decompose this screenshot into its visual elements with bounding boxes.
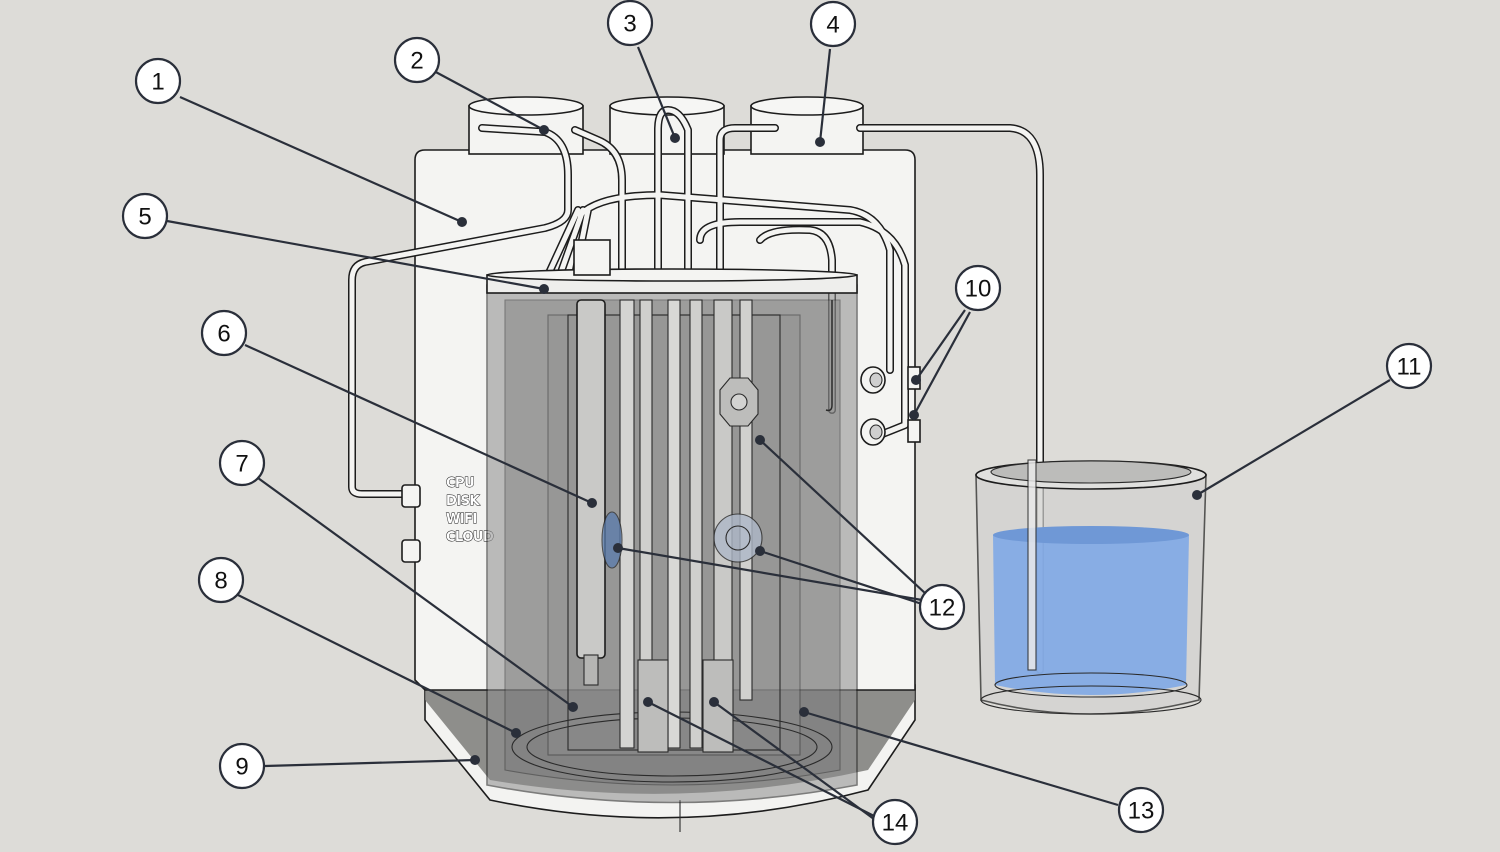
panel-port-lower bbox=[401, 539, 421, 563]
callout-12: 12 bbox=[918, 583, 966, 631]
svg-text:13: 13 bbox=[1128, 798, 1155, 825]
callout-11: 11 bbox=[1385, 342, 1433, 390]
top-cylinders bbox=[468, 96, 864, 155]
svg-text:1: 1 bbox=[151, 69, 164, 96]
panel-port-upper bbox=[401, 484, 421, 508]
control-panel: CPU DISK WIFI CLOUD bbox=[401, 476, 495, 563]
svg-text:4: 4 bbox=[826, 12, 839, 39]
callout-3: 3 bbox=[606, 0, 654, 47]
svg-text:5: 5 bbox=[138, 204, 151, 231]
callouts: 1 2 3 4 5 6 7 8 9 10 11 12 13 14 bbox=[121, 0, 1433, 846]
svg-text:3: 3 bbox=[623, 11, 636, 38]
callout-7: 7 bbox=[218, 439, 266, 487]
beaker-liquid bbox=[993, 535, 1189, 695]
external-beaker bbox=[975, 459, 1207, 715]
callout-5: 5 bbox=[121, 192, 169, 240]
panel-label-cpu: CPU bbox=[446, 476, 474, 491]
svg-text:9: 9 bbox=[235, 754, 248, 781]
panel-label-disk: DISK bbox=[446, 494, 480, 509]
svg-text:6: 6 bbox=[217, 321, 230, 348]
svg-text:7: 7 bbox=[235, 451, 248, 478]
culture-vessel bbox=[486, 239, 858, 804]
panel-label-cloud: CLOUD bbox=[446, 530, 494, 545]
svg-text:14: 14 bbox=[882, 810, 909, 837]
svg-text:10: 10 bbox=[965, 276, 992, 303]
svg-text:2: 2 bbox=[410, 48, 423, 75]
callout-9: 9 bbox=[218, 742, 266, 790]
leader-lines bbox=[166, 46, 1391, 823]
impeller-right bbox=[713, 513, 763, 563]
side-ports bbox=[860, 366, 921, 446]
impeller-left bbox=[601, 511, 623, 569]
panel-label-wifi: WIFI bbox=[446, 512, 477, 527]
svg-text:8: 8 bbox=[214, 568, 227, 595]
callout-2: 2 bbox=[393, 36, 441, 84]
callout-14: 14 bbox=[871, 798, 919, 846]
svg-text:11: 11 bbox=[1397, 354, 1422, 381]
callout-13: 13 bbox=[1117, 786, 1165, 834]
svg-text:12: 12 bbox=[929, 595, 956, 622]
callout-1: 1 bbox=[134, 57, 182, 105]
callout-4: 4 bbox=[809, 0, 857, 48]
callout-6: 6 bbox=[200, 309, 248, 357]
callout-10: 10 bbox=[954, 264, 1002, 312]
callout-8: 8 bbox=[197, 556, 245, 604]
